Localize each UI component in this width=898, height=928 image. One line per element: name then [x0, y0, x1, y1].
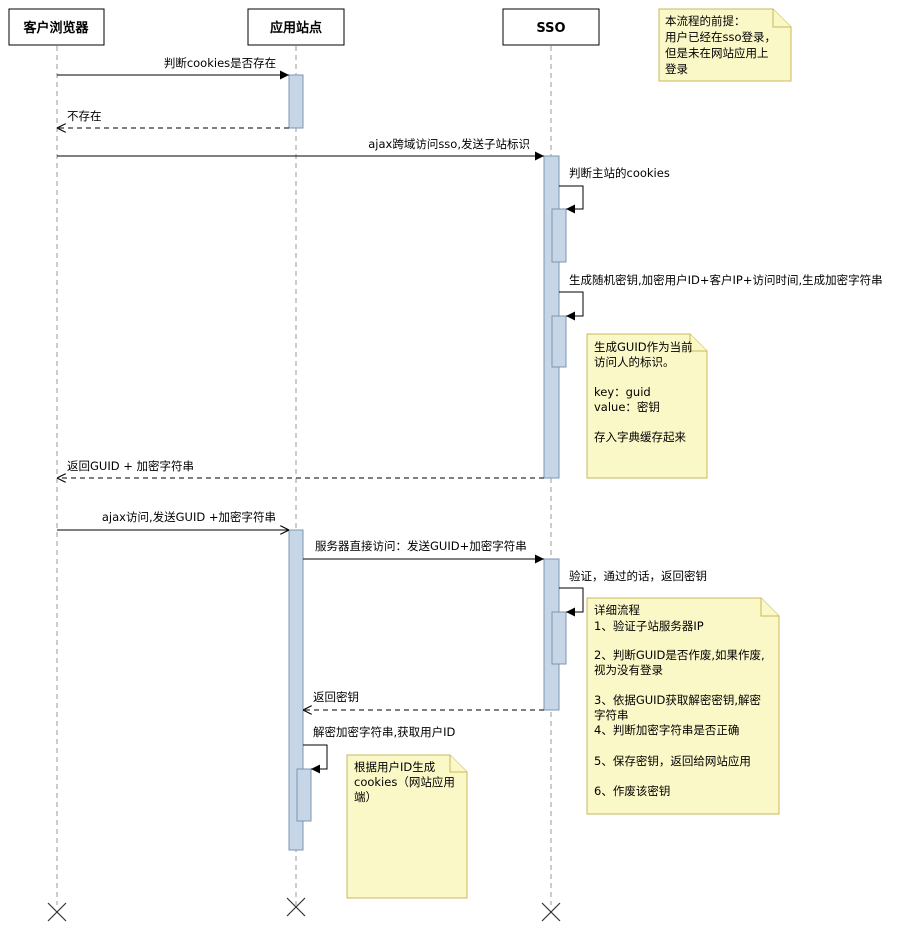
lifeline-end-app	[286, 897, 306, 917]
note-detail-line-8: 字符串	[594, 708, 629, 722]
note-detail: 详细流程 1、验证子站服务器IP 2、判断GUID是否作废,如果作废, 视为没有…	[586, 597, 780, 815]
note-guid-line-2: 访问人的标识。	[594, 355, 675, 369]
activation-sso-self-3	[551, 611, 567, 665]
actor-browser-label: 客户浏览器	[23, 20, 89, 36]
note-detail-line-1: 详细流程	[594, 603, 640, 617]
activation-sso-self-1	[551, 208, 567, 263]
actor-sso-label: SSO	[536, 21, 565, 36]
note-cookie-line-3: 端）	[354, 790, 377, 804]
message-label-4: 判断主站的cookies	[569, 166, 670, 180]
message-label-1: 判断cookies是否存在	[164, 56, 276, 70]
note-detail-line-4: 2、判断GUID是否作废,如果作废,	[594, 648, 765, 662]
note-guid-line-4: key：guid	[594, 385, 651, 399]
message-label-8: 服务器直接访问：发送GUID+加密字符串	[315, 539, 527, 553]
note-detail-line-2: 1、验证子站服务器IP	[594, 619, 704, 633]
note-detail-line-7: 3、依据GUID获取解密密钥,解密	[594, 693, 761, 707]
note-premise-line-4: 登录	[665, 62, 688, 76]
message-label-11: 解密加密字符串,获取用户ID	[313, 725, 456, 739]
message-arrow-5	[559, 291, 584, 321]
note-guid-line-7: 存入字典缓存起来	[594, 430, 686, 444]
note-guid-line-1: 生成GUID作为当前	[594, 340, 693, 354]
message-label-6: 返回GUID + 加密字符串	[67, 459, 194, 473]
activation-app-self	[296, 768, 312, 822]
actor-app-label: 应用站点	[270, 20, 322, 36]
note-premise-line-1: 本流程的前提：	[665, 14, 746, 28]
note-premise-line-2: 用户已经在sso登录，	[665, 30, 776, 44]
message-arrow-9	[559, 587, 584, 617]
activation-app-1	[288, 74, 304, 129]
note-cookie-line-1: 根据用户ID生成	[354, 760, 436, 774]
lifeline-end-sso	[541, 902, 561, 922]
message-label-9: 验证，通过的话，返回密钥	[569, 569, 707, 583]
message-arrow-4	[559, 185, 584, 214]
note-cookie-line-2: cookies（网站应用	[354, 775, 455, 789]
note-guid-line-5: value：密钥	[594, 400, 660, 414]
actor-app: 应用站点	[247, 8, 345, 46]
message-label-5: 生成随机密钥,加密用户ID+客户IP+访问时间,生成加密字符串	[569, 273, 883, 287]
actor-sso: SSO	[502, 8, 600, 46]
actor-browser: 客户浏览器	[8, 8, 105, 46]
message-label-10: 返回密钥	[313, 690, 359, 704]
message-label-3: ajax跨域访问sso,发送子站标识	[368, 137, 530, 151]
message-label-2: 不存在	[67, 109, 102, 123]
message-label-7: ajax访问,发送GUID +加密字符串	[102, 510, 276, 524]
message-arrow-11	[303, 744, 328, 774]
note-premise-line-3: 但是未在网站应用上	[665, 46, 769, 60]
note-detail-line-5: 视为没有登录	[594, 663, 663, 677]
activation-sso-self-2	[551, 315, 567, 368]
note-detail-line-13: 6、作废该密钥	[594, 784, 670, 798]
note-detail-line-11: 5、保存密钥，返回给网站应用	[594, 754, 751, 768]
note-cookie: 根据用户ID生成 cookies（网站应用 端）	[346, 754, 468, 899]
lifeline-end-browser	[47, 902, 67, 922]
note-premise: 本流程的前提： 用户已经在sso登录， 但是未在网站应用上 登录	[658, 8, 792, 82]
note-guid: 生成GUID作为当前 访问人的标识。 key：guid value：密钥 存入字…	[586, 333, 708, 479]
note-detail-line-9: 4、判断加密字符串是否正确	[594, 723, 739, 737]
